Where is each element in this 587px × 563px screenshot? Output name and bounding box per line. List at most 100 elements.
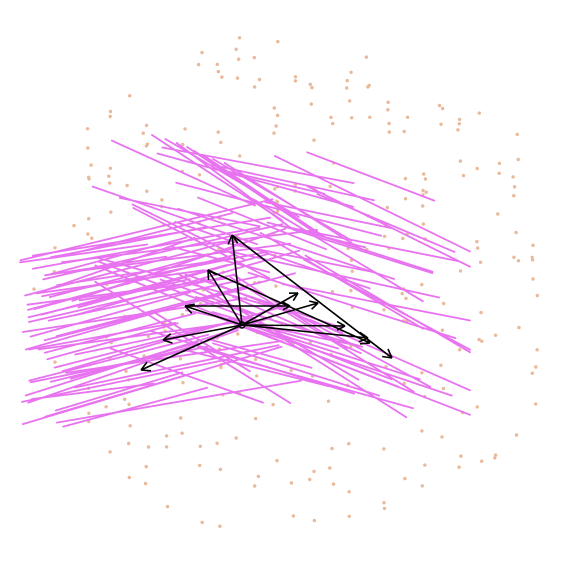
dot (197, 173, 202, 177)
dot (367, 83, 371, 88)
segment (73, 344, 280, 389)
segment (91, 185, 259, 246)
dot (534, 402, 538, 406)
dot (496, 212, 500, 216)
dot (237, 36, 242, 40)
dot (145, 189, 149, 193)
dot (437, 103, 442, 108)
dot (108, 114, 112, 119)
dot (386, 108, 390, 112)
dot (475, 166, 479, 171)
segment (304, 254, 471, 354)
segment (276, 302, 432, 388)
segment (193, 150, 320, 237)
dot (331, 482, 336, 486)
dot (252, 55, 256, 60)
segment (212, 342, 381, 397)
dot (125, 183, 129, 188)
dot (421, 222, 426, 226)
dot (253, 484, 257, 488)
dot (516, 259, 521, 263)
dot (127, 441, 131, 446)
dot (123, 397, 127, 401)
dot (293, 79, 298, 83)
segment (94, 264, 286, 344)
segment (55, 272, 296, 338)
dot (144, 464, 148, 469)
dot (420, 484, 424, 488)
dot (178, 357, 183, 361)
dot (330, 446, 334, 451)
dot (405, 115, 410, 120)
dot (439, 122, 443, 127)
dot (475, 239, 479, 244)
dot (403, 197, 408, 201)
dot (218, 467, 223, 472)
segment (149, 329, 356, 395)
dot (345, 86, 349, 90)
dot (234, 47, 238, 51)
segment (273, 154, 471, 253)
segment (223, 162, 362, 250)
dot (480, 459, 484, 463)
dot (238, 154, 242, 158)
segment (94, 280, 292, 404)
dot (534, 365, 538, 369)
dot (530, 371, 534, 375)
segment (211, 163, 376, 202)
dot (442, 301, 446, 306)
dot (457, 117, 462, 122)
segment (177, 207, 396, 280)
dot (165, 504, 170, 509)
dot (423, 463, 427, 467)
dot (144, 123, 149, 128)
segment (30, 382, 155, 401)
dot (348, 99, 352, 103)
dot (535, 293, 539, 298)
dot (401, 236, 405, 241)
dot (107, 174, 111, 178)
dot (291, 514, 296, 518)
dot (350, 269, 354, 273)
segment (180, 348, 330, 388)
segment (97, 260, 275, 329)
dot (219, 140, 223, 145)
dot (200, 520, 204, 525)
dot (312, 469, 316, 474)
dot (347, 490, 351, 494)
dot (458, 348, 462, 352)
segment (109, 347, 264, 404)
segment (251, 324, 393, 381)
dot (32, 287, 36, 291)
dot (53, 360, 57, 364)
dot (179, 416, 183, 420)
dot (127, 475, 131, 480)
segment (174, 220, 371, 290)
segment (264, 201, 395, 230)
dot (253, 357, 258, 362)
segment (159, 278, 284, 325)
dot (461, 173, 466, 178)
dot (146, 445, 151, 449)
dot (312, 518, 317, 523)
dot (220, 75, 224, 79)
dot (422, 172, 426, 176)
segment (53, 318, 242, 369)
segment (62, 386, 209, 428)
dot (331, 121, 335, 126)
segment (65, 340, 283, 374)
dot (329, 115, 333, 120)
segment (46, 322, 179, 361)
segment (175, 142, 292, 229)
segment (175, 181, 383, 237)
dot (349, 70, 353, 75)
dot (272, 131, 276, 135)
dot (87, 411, 91, 415)
dot (108, 450, 112, 454)
segment (259, 231, 425, 330)
dot (382, 501, 386, 505)
dot (382, 506, 387, 511)
dot (215, 441, 219, 445)
dot (480, 339, 484, 343)
dot (457, 122, 461, 126)
